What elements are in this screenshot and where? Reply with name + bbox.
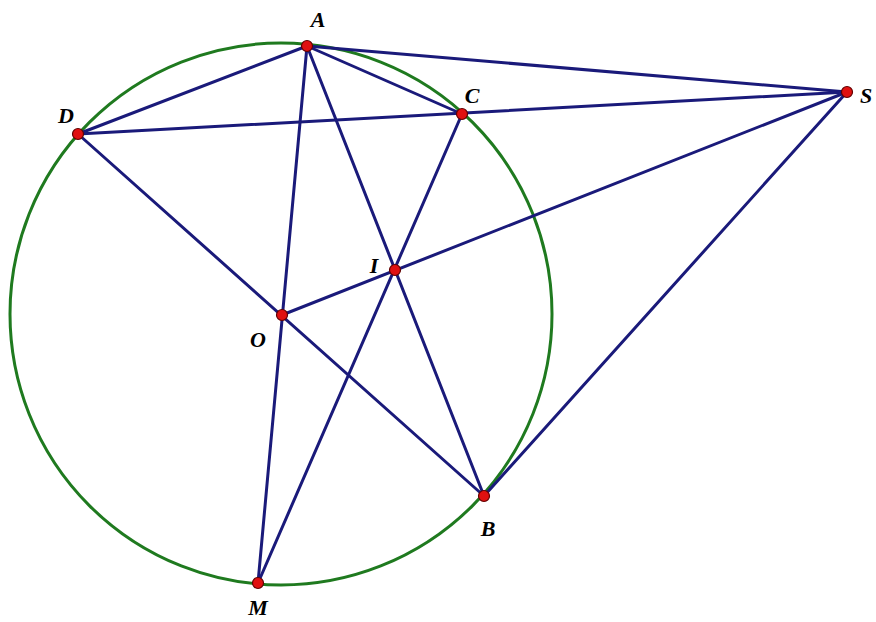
point-label: I [370,255,379,277]
point-dot [73,129,84,140]
point-label: B [481,518,496,540]
point-dot [842,87,853,98]
segment [78,92,847,134]
segment [307,46,484,496]
point-dot [302,41,313,52]
segment [78,46,307,134]
point-label: M [248,597,268,619]
segment [78,134,484,496]
segment [307,46,847,92]
segment [484,92,847,496]
segment [282,92,847,315]
point-label: C [465,85,480,107]
point-dot [457,109,468,120]
point-dot [479,491,490,502]
point-dot [253,578,264,589]
point-dot [277,310,288,321]
point-label: A [311,9,326,31]
point-label: S [860,85,872,107]
segment [258,46,307,583]
point-dot [390,265,401,276]
point-label: D [58,105,74,127]
segment [258,114,462,583]
point-label: O [250,329,266,351]
